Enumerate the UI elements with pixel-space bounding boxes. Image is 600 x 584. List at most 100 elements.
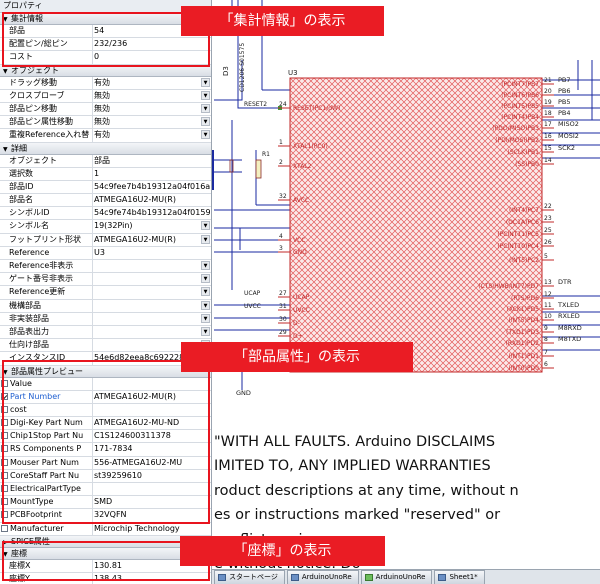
- dropdown-arrow-icon[interactable]: ▼: [201, 117, 210, 127]
- property-row[interactable]: オブジェクト部品: [0, 154, 211, 168]
- property-row[interactable]: 非実装部品▼: [0, 312, 211, 326]
- property-row[interactable]: ドラッグ移動有効▼: [0, 76, 211, 90]
- dropdown-arrow-icon[interactable]: ▼: [201, 300, 210, 310]
- collapse-icon[interactable]: ▼: [3, 16, 8, 23]
- property-row[interactable]: 重複Reference入れ替え有効▼: [0, 129, 211, 143]
- property-value[interactable]: 有効: [94, 77, 110, 87]
- attribute-checkbox[interactable]: [1, 524, 8, 532]
- section-object-header[interactable]: ▼オブジェクト: [0, 64, 211, 77]
- property-value[interactable]: 130.81: [94, 560, 122, 570]
- attribute-checkbox[interactable]: [1, 432, 8, 440]
- property-value[interactable]: 54c9fee7b4b19312a04f016a: [94, 181, 211, 191]
- dropdown-arrow-icon[interactable]: ▼: [201, 221, 210, 231]
- property-row[interactable]: Reference更新▼: [0, 286, 211, 300]
- property-value[interactable]: ATMEGA16U2-MU(R): [94, 195, 176, 205]
- document-tab[interactable]: ArduinoUnoRe: [286, 570, 359, 584]
- property-value[interactable]: ATMEGA16U2-MU(R): [94, 391, 176, 401]
- document-tab[interactable]: ArduinoUnoRe: [360, 570, 433, 584]
- property-value[interactable]: 54c9fe74b4b19312a04f0159: [94, 208, 211, 218]
- attribute-checkbox[interactable]: [1, 511, 8, 519]
- collapse-icon[interactable]: ▼: [3, 145, 8, 153]
- property-value[interactable]: ATMEGA16U2-MU(R): [94, 234, 176, 244]
- property-row[interactable]: 部品表出力▼: [0, 325, 211, 340]
- property-value[interactable]: ATMEGA16U2-MU-ND: [94, 418, 180, 428]
- property-value[interactable]: 171-7834: [94, 444, 133, 454]
- dropdown-arrow-icon[interactable]: ▼: [201, 326, 210, 336]
- dropdown-arrow-icon[interactable]: ▼: [201, 103, 210, 113]
- property-value[interactable]: C1S124600311378: [94, 431, 171, 441]
- dropdown-arrow-icon[interactable]: ▼: [201, 90, 210, 100]
- property-row[interactable]: ElectricalPartType: [0, 483, 211, 497]
- dropdown-arrow-icon[interactable]: ▼: [201, 130, 210, 140]
- property-value[interactable]: 138.43: [94, 573, 122, 583]
- dropdown-arrow-icon[interactable]: ▼: [201, 287, 210, 297]
- dropdown-arrow-icon[interactable]: ▼: [201, 313, 210, 323]
- section-detail-header[interactable]: ▼詳細: [0, 142, 211, 155]
- property-value[interactable]: 556-ATMEGA16U2-MU: [94, 457, 183, 467]
- property-value[interactable]: 部品: [94, 155, 110, 165]
- collapse-icon[interactable]: ▼: [3, 67, 8, 75]
- property-row[interactable]: 機構部品▼: [0, 299, 211, 313]
- property-value[interactable]: U3: [94, 247, 105, 257]
- property-value[interactable]: 32VQFN: [94, 510, 127, 520]
- property-value[interactable]: 0: [94, 52, 100, 62]
- dropdown-arrow-icon[interactable]: ▼: [201, 261, 210, 270]
- property-row[interactable]: Value: [0, 377, 211, 391]
- property-row[interactable]: 部品ピン移動無効▼: [0, 102, 211, 117]
- property-value[interactable]: 54e6d82eea8c6922281: [94, 353, 190, 363]
- attribute-checkbox[interactable]: [1, 458, 8, 466]
- document-tab[interactable]: Sheet1*: [434, 570, 485, 584]
- attribute-checkbox[interactable]: [1, 498, 8, 506]
- property-value[interactable]: 1: [94, 168, 100, 178]
- dropdown-arrow-icon[interactable]: ▼: [201, 234, 210, 244]
- property-value[interactable]: 無効: [94, 90, 110, 100]
- attribute-checkbox[interactable]: [1, 405, 8, 413]
- attribute-checkbox[interactable]: [1, 379, 8, 387]
- property-row[interactable]: 部品ピン属性移動無効▼: [0, 116, 211, 130]
- property-row[interactable]: 仕向け部品▼: [0, 339, 211, 353]
- dropdown-arrow-icon[interactable]: ▼: [201, 274, 210, 284]
- document-tab[interactable]: スタートページ: [214, 570, 285, 584]
- attribute-checkbox[interactable]: [1, 392, 8, 400]
- section-summary-header[interactable]: ▼集計情報: [0, 13, 211, 25]
- dropdown-arrow-icon[interactable]: ▼: [201, 77, 210, 87]
- property-value[interactable]: 有効: [94, 130, 110, 140]
- property-value[interactable]: 54: [94, 26, 105, 35]
- attribute-checkbox[interactable]: [1, 485, 8, 492]
- collapse-icon[interactable]: ▼: [3, 368, 8, 376]
- attribute-checkbox[interactable]: [1, 445, 8, 453]
- property-value[interactable]: 232/236: [94, 39, 128, 49]
- property-row[interactable]: cost: [0, 403, 211, 418]
- attribute-checkbox[interactable]: [1, 419, 8, 427]
- property-value[interactable]: 無効: [94, 103, 110, 113]
- attribute-checkbox[interactable]: [1, 471, 8, 479]
- property-row[interactable]: Reference非表示▼: [0, 260, 211, 274]
- property-value[interactable]: 無効: [94, 117, 110, 127]
- property-value[interactable]: SMD: [94, 497, 113, 507]
- property-value[interactable]: st39259610: [94, 470, 143, 480]
- section-preview-header[interactable]: ▼部品属性プレビュー: [0, 365, 211, 378]
- property-value[interactable]: 19(32Pin): [94, 221, 133, 231]
- property-row[interactable]: クロスプローブ無効▼: [0, 89, 211, 103]
- collapse-icon[interactable]: ▼: [3, 550, 8, 558]
